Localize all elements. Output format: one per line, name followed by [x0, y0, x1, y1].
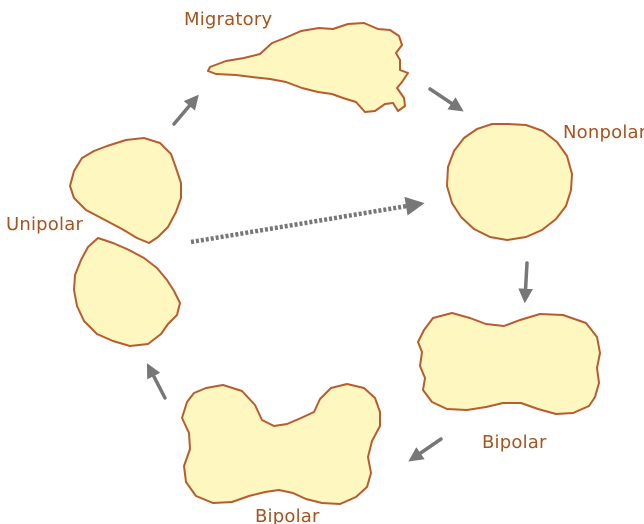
label-bipolar-right: Bipolar [482, 432, 547, 453]
label-migratory: Migratory [184, 9, 272, 30]
arrow-bipolar-bottom-to-unipolar [149, 367, 165, 398]
bipolar-right-cell [418, 313, 600, 414]
unipolar-cell-bottom [74, 238, 180, 346]
migratory-cell [208, 23, 408, 112]
bipolar-bottom-cell [182, 384, 380, 504]
label-bipolar-bottom: Bipolar [255, 506, 320, 524]
nonpolar-cell [447, 124, 572, 240]
arrow-bipolar-right-to-bipolar-bottom [412, 439, 441, 459]
label-unipolar: Unipolar [6, 214, 83, 235]
dotted-arrow-unipolar-to-nonpolar [191, 204, 419, 242]
arrow-nonpolar-to-bipolar [525, 263, 527, 299]
unipolar-cell-top [70, 138, 181, 243]
arrow-unipolar-to-migratory [174, 98, 196, 124]
label-nonpolar: Nonpolar [563, 122, 644, 143]
arrow-migratory-to-nonpolar [430, 89, 460, 109]
